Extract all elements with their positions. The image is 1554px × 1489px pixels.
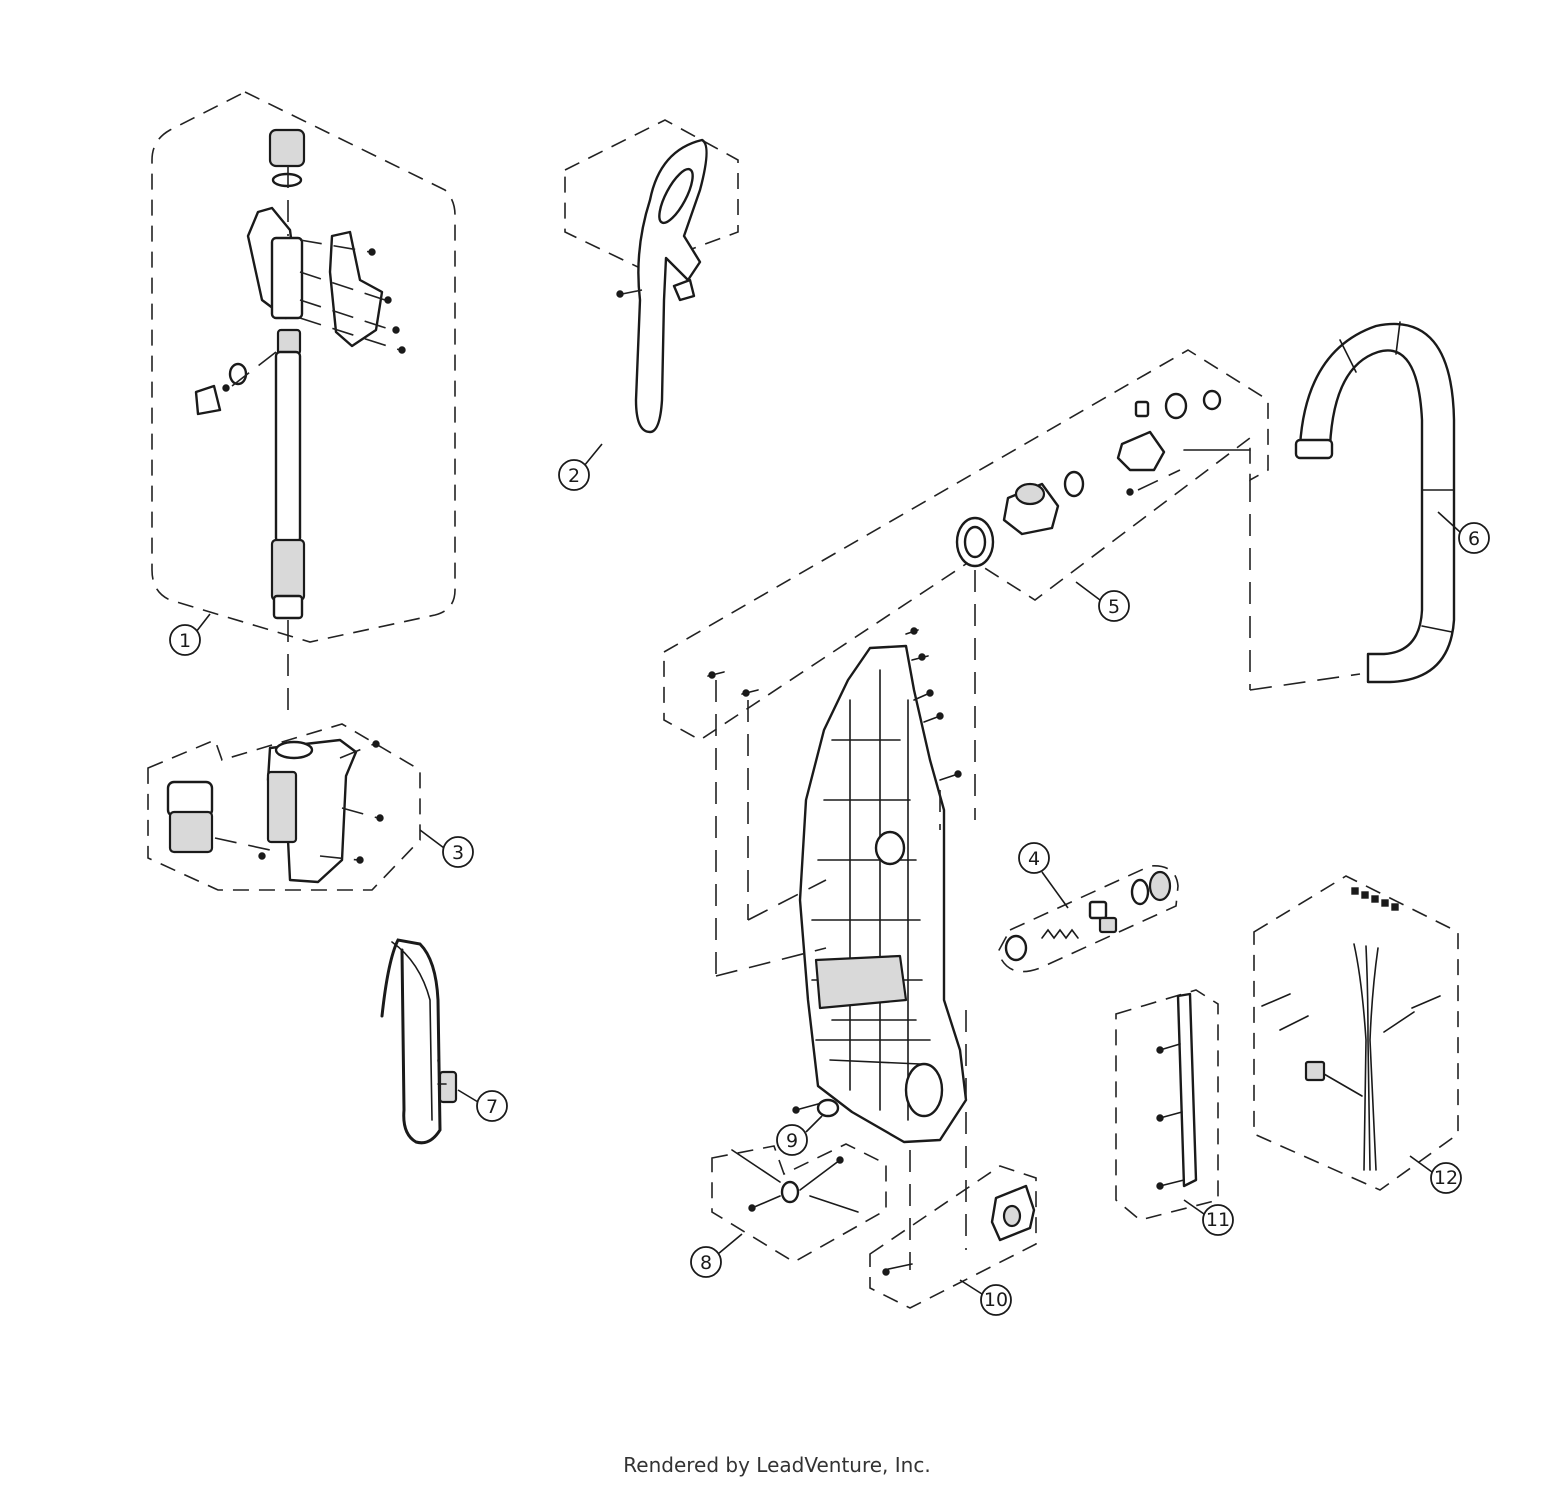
callout-label: 11	[1206, 1209, 1230, 1231]
callout-label: 5	[1108, 596, 1120, 618]
callout-label: 10	[984, 1289, 1008, 1311]
part-6-hose[interactable]	[1294, 321, 1456, 684]
callout-3: 3	[419, 829, 474, 868]
callout-label: 12	[1434, 1167, 1458, 1189]
footer-credit: Rendered by LeadVenture, Inc.	[623, 1453, 931, 1477]
callout-label: 3	[452, 842, 464, 864]
part-group-2-grip-handle[interactable]	[564, 119, 739, 434]
callout-9: 9	[776, 1115, 823, 1156]
part-group-1-handle-tube[interactable]	[151, 91, 456, 643]
callout-10: 10	[959, 1279, 1012, 1316]
callout-label: 1	[179, 630, 191, 652]
housing-screws	[707, 627, 962, 781]
back-housing[interactable]	[798, 644, 968, 1144]
callout-label: 7	[486, 1096, 498, 1118]
part-9-fitting[interactable]	[792, 1098, 840, 1118]
callout-11: 11	[1183, 1199, 1234, 1236]
callout-1: 1	[169, 613, 211, 656]
callout-12: 12	[1409, 1155, 1462, 1194]
callout-8: 8	[690, 1233, 743, 1278]
callout-7: 7	[457, 1089, 508, 1122]
callout-label: 2	[568, 465, 580, 487]
callout-6: 6	[1437, 511, 1490, 554]
part-group-8-axle-assembly[interactable]	[711, 1143, 887, 1263]
part-group-5-hose-connector[interactable]	[663, 349, 1269, 741]
callout-5: 5	[1075, 581, 1130, 622]
part-group-12-wiring-harness[interactable]	[1253, 875, 1459, 1191]
callout-label: 6	[1468, 528, 1480, 550]
callout-2: 2	[558, 443, 603, 491]
part-group-3-handle-bracket[interactable]	[147, 723, 421, 891]
part-group-11-trim-strip[interactable]	[1115, 989, 1219, 1221]
part-group-10-cord-bracket[interactable]	[869, 1165, 1037, 1309]
part-group-4-latch-assembly[interactable]	[997, 865, 1179, 973]
part-7-power-cord[interactable]	[380, 938, 458, 1145]
callout-label: 9	[786, 1130, 798, 1152]
callout-4: 4	[1018, 842, 1069, 909]
callout-label: 8	[700, 1252, 712, 1274]
callout-label: 4	[1028, 848, 1040, 870]
